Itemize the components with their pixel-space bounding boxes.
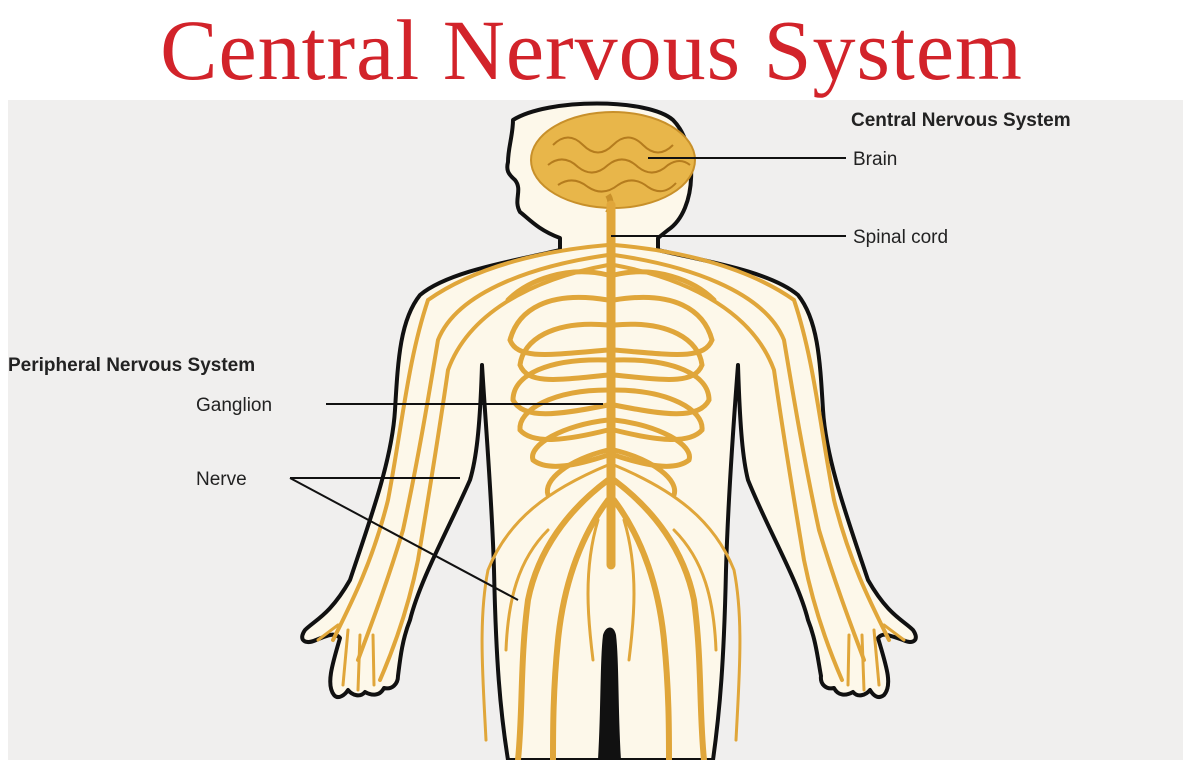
brain-label: Brain: [853, 149, 897, 170]
page-title: Central Nervous System: [0, 0, 1183, 100]
spinal-cord-label: Spinal cord: [853, 227, 948, 248]
ganglion-label: Ganglion: [196, 395, 272, 416]
nerve-label: Nerve: [196, 469, 247, 490]
nervous-system-diagram: Central Nervous System Brain Spinal cord…: [8, 100, 1183, 760]
cns-heading: Central Nervous System: [851, 110, 1071, 131]
pns-heading: Peripheral Nervous System: [8, 355, 255, 376]
diagram-canvas: Central Nervous System Brain Spinal cord…: [8, 100, 1183, 760]
